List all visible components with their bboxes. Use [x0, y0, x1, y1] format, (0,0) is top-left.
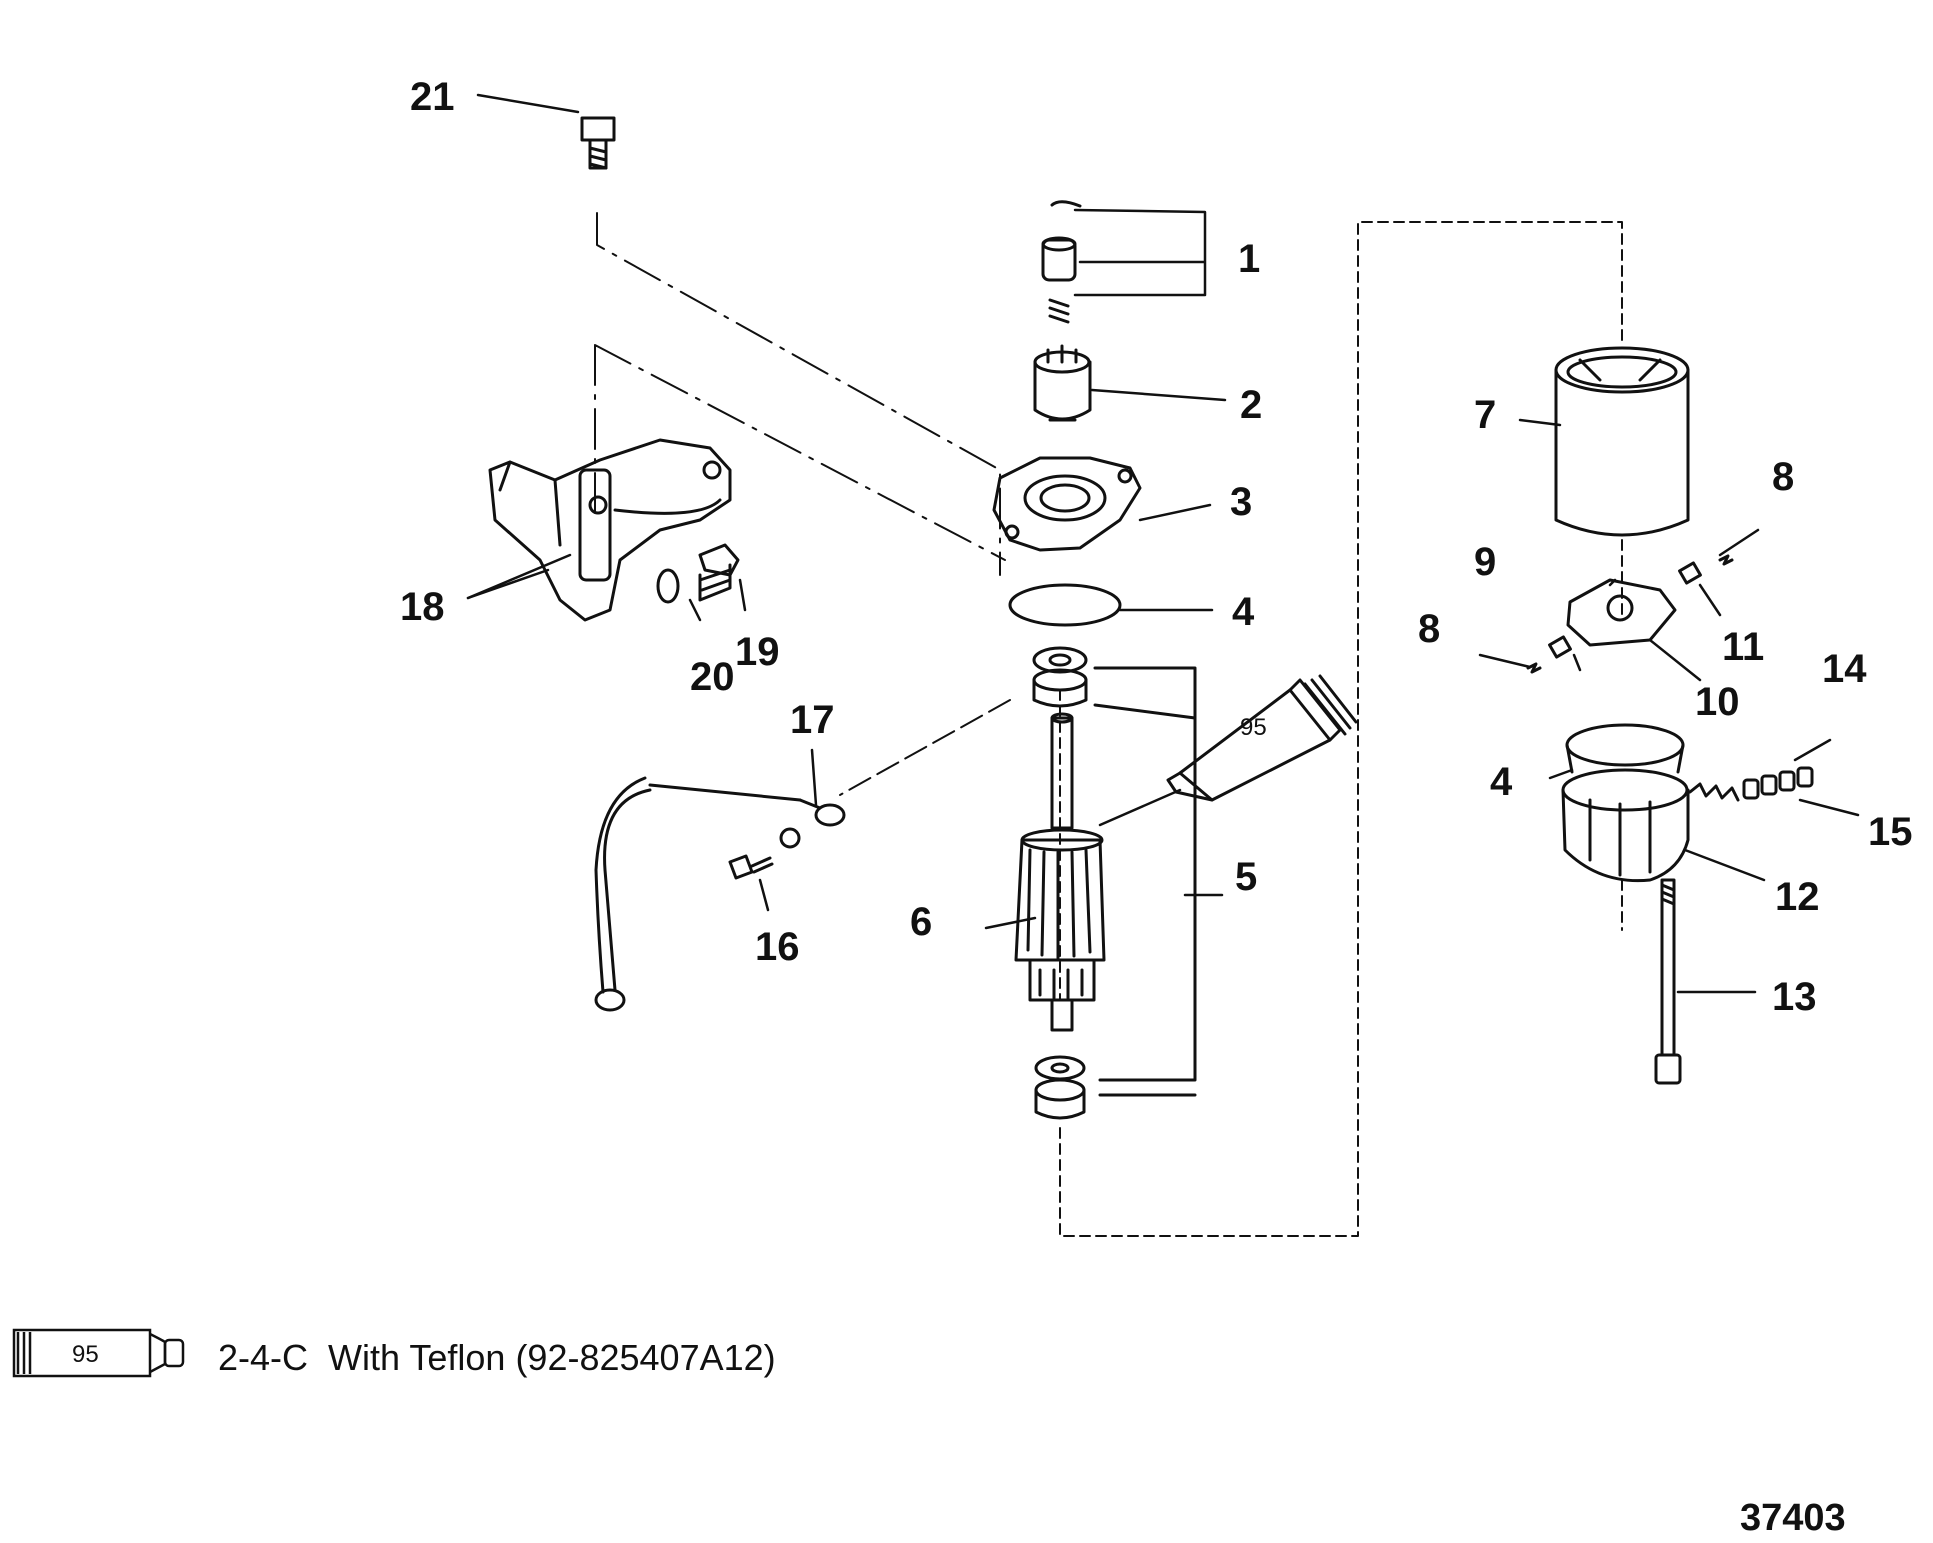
alignment-line-bracket — [594, 344, 1006, 561]
callout-5-bracket — [1093, 666, 1197, 1097]
figure-number: 37403 — [1740, 1497, 1846, 1538]
brush-plate-10-icon — [1566, 578, 1677, 647]
brush-11-icon — [1678, 561, 1702, 585]
callout-21: 21 — [410, 75, 455, 119]
callout-14: 14 — [1822, 647, 1867, 691]
drive-pinion-2-icon — [1033, 344, 1092, 422]
callout-19: 19 — [735, 630, 780, 674]
right-assembly-dashed-box — [1059, 221, 1623, 1237]
callout-8-right: 8 — [1772, 455, 1794, 499]
leader-line-18 — [466, 553, 572, 600]
callout-6: 6 — [910, 900, 932, 944]
callout-16: 16 — [755, 925, 800, 969]
callout-3: 3 — [1230, 480, 1252, 524]
leader-lines — [466, 93, 1860, 994]
frame-7-icon — [1554, 346, 1690, 537]
callout-11: 11 — [1722, 625, 1764, 669]
grease-tube-label: 95 — [1240, 714, 1267, 741]
brush-springs-14-15-icon — [1688, 766, 1814, 802]
callout-7: 7 — [1474, 393, 1496, 437]
brush-9-icon — [1548, 635, 1572, 659]
callout-9: 9 — [1474, 540, 1496, 584]
screw-16-icon — [728, 827, 801, 880]
bolt-19-icon — [698, 543, 740, 602]
callout-15: 15 — [1868, 810, 1913, 854]
armature-6-icon — [1014, 712, 1106, 1032]
callout-labels: 1 2 3 4 4 5 6 7 8 8 9 10 11 12 13 14 15 … — [400, 75, 1913, 1019]
thrust-washer-5-upper-icon — [1032, 646, 1088, 708]
drive-retainer-1-icon — [1041, 200, 1082, 324]
legend-tube-number: 95 — [72, 1341, 99, 1368]
mounting-bracket-18-icon — [488, 438, 732, 622]
callout-12: 12 — [1775, 875, 1820, 919]
end-cap-12-icon — [1561, 723, 1690, 883]
through-bolt-13-icon — [1654, 878, 1682, 1085]
washer-20-icon — [656, 568, 680, 604]
callout-4-right: 4 — [1490, 760, 1513, 804]
grease-tube-icon — [1166, 674, 1358, 802]
o-ring-4-icon — [1008, 583, 1122, 627]
callout-17: 17 — [790, 698, 835, 742]
callout-18: 18 — [400, 585, 445, 629]
spring-8-right-icon — [1718, 554, 1734, 566]
callout-20: 20 — [690, 655, 735, 699]
end-cap-3-icon — [992, 456, 1142, 552]
callout-1: 1 — [1238, 237, 1260, 281]
legend-tube-icon — [12, 1328, 185, 1378]
alignment-line-bolt-21 — [596, 212, 1001, 576]
thrust-washer-5-lower-icon — [1034, 1055, 1086, 1120]
bolt-21-icon — [580, 116, 616, 170]
callout-2: 2 — [1240, 383, 1262, 427]
callout-5: 5 — [1235, 855, 1257, 899]
spring-8-left-icon — [1526, 662, 1542, 674]
callout-8-left: 8 — [1418, 607, 1440, 651]
callout-4: 4 — [1232, 590, 1255, 634]
callout-13: 13 — [1772, 975, 1817, 1019]
lubricant-legend: 95 2-4-C With Teflon (92-825407A12) — [12, 1328, 776, 1378]
callout-10: 10 — [1695, 680, 1740, 724]
battery-cable-17-icon — [594, 776, 846, 1012]
alignment-line-lead — [839, 699, 1011, 796]
legend-description: 2-4-C With Teflon (92-825407A12) — [218, 1337, 776, 1378]
